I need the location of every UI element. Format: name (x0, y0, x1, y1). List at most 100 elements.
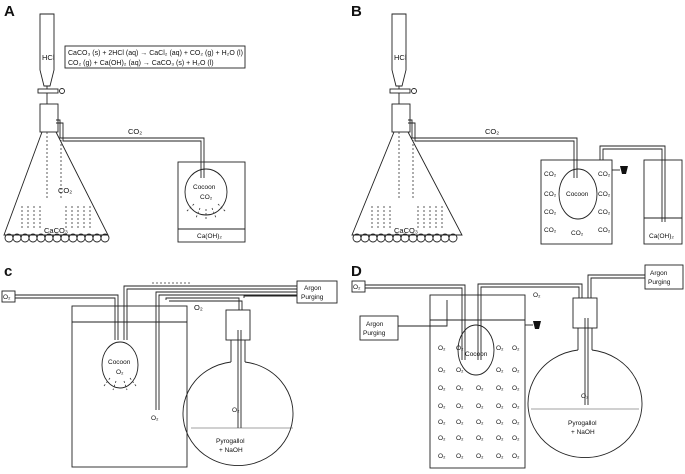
panel-a-cocoon-label: Cocoon (193, 184, 216, 191)
panel-d-o2: O₂ (476, 435, 484, 442)
panel-c-inlet-o2-label: O₂ (151, 415, 159, 422)
panel-d-argon-right-line1: Argon (650, 270, 668, 277)
panel-d-pyrogallol-line1: Pyrogallol (568, 420, 597, 427)
panel-d-o2: O₂ (438, 435, 446, 442)
panel-d-o2: O₂ (512, 367, 520, 374)
panel-b-co2-r2: CO₂ (598, 191, 611, 198)
panel-d-o2: O₂ (496, 403, 504, 410)
panel-c-argon-box: Argon Purging (296, 280, 338, 304)
panel-a-equation-2: CO₂ (g) + Ca(OH)₂ (aq) → CaCO₃ (s) + H₂O… (68, 60, 214, 67)
panel-a-caoh2-beaker: Cocoon CO₂ Ca(OH)₂ (177, 161, 246, 243)
panel-c-pyrogallol-line1: Pyrogallol (216, 438, 245, 445)
panel-d-o2: O₂ (438, 419, 446, 426)
panel-d-o2: O₂ (496, 419, 504, 426)
panel-d: D O₂ Argon Purging Argon Purging O₂ (351, 263, 684, 469)
panel-b-co2-r4: CO₂ (598, 227, 611, 234)
panel-d-o2: O₂ (512, 419, 520, 426)
panel-d-argon-left-line2: Purging (363, 330, 386, 337)
panel-a-cocoon-co2-label: CO₂ (200, 194, 213, 201)
panel-b-gas-arrows (371, 205, 443, 228)
panel-d-argon-box-left: Argon Purging (359, 315, 399, 341)
panel-a-hcl-funnel: HCl (37, 13, 65, 104)
panel-d-flask-o2-label: O₂ (581, 393, 589, 400)
panel-a-caco3-beads (4, 233, 110, 243)
panel-d-o2: O₂ (438, 367, 446, 374)
panel-d-o2: O₂ (512, 403, 520, 410)
panel-a-hcl-label: HCl (42, 53, 55, 62)
panel-b-hcl-funnel: HCl (389, 13, 417, 104)
panel-c-sealed-container: Cocoon O₂ O₂ (71, 305, 188, 468)
panel-b-co2-l2: CO₂ (544, 191, 557, 198)
panel-b-co2-l1: CO₂ (544, 171, 557, 178)
panel-d-argon-left-line1: Argon (366, 321, 384, 328)
panel-d-o2: O₂ (496, 367, 504, 374)
panel-d-cocoon (457, 324, 495, 376)
panel-a: A HCl CaCO₃ (s) + 2HCl (aq) → CaCl₂ (aq)… (3, 3, 246, 243)
panel-b-hcl-label: HCl (394, 53, 407, 62)
panel-b-co2-l3: CO₂ (544, 209, 557, 216)
panel-a-equation-box: CaCO₃ (s) + 2HCl (aq) → CaCl₂ (aq) + CO₂… (64, 45, 246, 69)
panel-d-o2: O₂ (438, 385, 446, 392)
panel-d-pyrogallol-line2: + NaOH (571, 429, 595, 436)
panel-d-o2: O₂ (456, 419, 464, 426)
panel-d-o2-source: O₂ (351, 280, 366, 293)
panel-b-co2-r3: CO₂ (598, 209, 611, 216)
panel-d-valve-icon (525, 321, 541, 329)
panel-d-o2: O₂ (512, 435, 520, 442)
panel-b-valve-icon (612, 166, 628, 174)
panel-c-cocoon-label: Cocoon (108, 359, 131, 366)
panel-a-diffusion-arrows (185, 203, 227, 220)
panel-d-o2: O₂ (496, 385, 504, 392)
panel-d-tubes: O₂ (365, 274, 645, 360)
panel-b-co2-chamber: Cocoon CO₂ CO₂ CO₂ CO₂ CO₂ CO₂ CO₂ CO₂ C… (540, 159, 628, 245)
panel-b-conical-flask: CaCO₃ (351, 103, 463, 243)
panel-b-cocoon-label: Cocoon (566, 191, 589, 198)
panel-d-o2: O₂ (476, 385, 484, 392)
panel-d-o2: O₂ (512, 385, 520, 392)
panel-b: B HCl (351, 3, 683, 245)
panel-c: c O₂ Argon Purging O₂ (1, 263, 338, 468)
panel-b-caco3-label: CaCO₃ (394, 226, 418, 235)
panel-d-o2: O₂ (512, 453, 520, 460)
panel-d-o2-source-label: O₂ (353, 284, 361, 291)
panel-a-flask-co2-label: CO₂ (58, 186, 72, 195)
panel-d-o2: O₂ (438, 403, 446, 410)
panel-d-round-flask: O₂ Pyrogallol + NaOH (527, 297, 643, 458)
panel-d-o2-labels: O₂ O₂ O₂ O₂ O₂ O₂ O₂ O₂ O₂ O₂ O₂ O₂ O₂ O… (438, 345, 520, 460)
panel-c-argon-line2: Purging (301, 294, 324, 301)
panel-d-o2: O₂ (496, 435, 504, 442)
panel-c-diffusion-arrows (103, 377, 137, 391)
panel-d-o2: O₂ (456, 385, 464, 392)
panel-a-tube-co2-label: CO₂ (128, 127, 142, 136)
panel-d-o2-tube-label: O₂ (533, 292, 541, 299)
panel-a-caco3-label: CaCO₃ (44, 226, 68, 235)
panel-d-letter: D (351, 263, 362, 280)
panel-a-equation-1: CaCO₃ (s) + 2HCl (aq) → CaCl₂ (aq) + CO₂… (68, 50, 243, 57)
panel-c-pyrogallol-line2: + NaOH (219, 447, 243, 454)
panel-c-cocoon (101, 341, 139, 389)
panel-c-argon-line1: Argon (304, 285, 322, 292)
panel-b-caoh2-label: Ca(OH)₂ (649, 233, 674, 240)
panel-d-o2: O₂ (512, 345, 520, 352)
panel-d-o2: O₂ (476, 403, 484, 410)
panel-b-co2-l4: CO₂ (544, 227, 557, 234)
panel-d-o2: O₂ (438, 453, 446, 460)
panel-c-argon-tubes (123, 282, 297, 410)
panel-d-cocoon-label: Cocoon (465, 351, 488, 358)
panel-b-co2-r1: CO₂ (598, 171, 611, 178)
panel-d-o2: O₂ (476, 419, 484, 426)
panel-a-conical-flask: CO₂ CaCO₃ (3, 103, 110, 243)
panel-b-letter: B (351, 3, 362, 20)
panel-b-caco3-beads (352, 233, 458, 243)
panel-c-letter: c (4, 263, 12, 280)
panel-d-argon-right-line2: Purging (648, 279, 671, 286)
panel-d-o2: O₂ (476, 453, 484, 460)
panel-d-o2: O₂ (456, 453, 464, 460)
panel-d-o2: O₂ (456, 435, 464, 442)
panel-c-o2-inlet-tube (15, 294, 119, 340)
panel-d-o2-chamber: Cocoon O₂ O₂ O₂ O₂ O₂ O₂ O₂ O₂ O₂ O₂ O₂ … (429, 294, 541, 469)
panel-d-o2: O₂ (496, 453, 504, 460)
panel-c-o2-source: O₂ (1, 290, 16, 303)
panel-d-o2: O₂ (456, 367, 464, 374)
